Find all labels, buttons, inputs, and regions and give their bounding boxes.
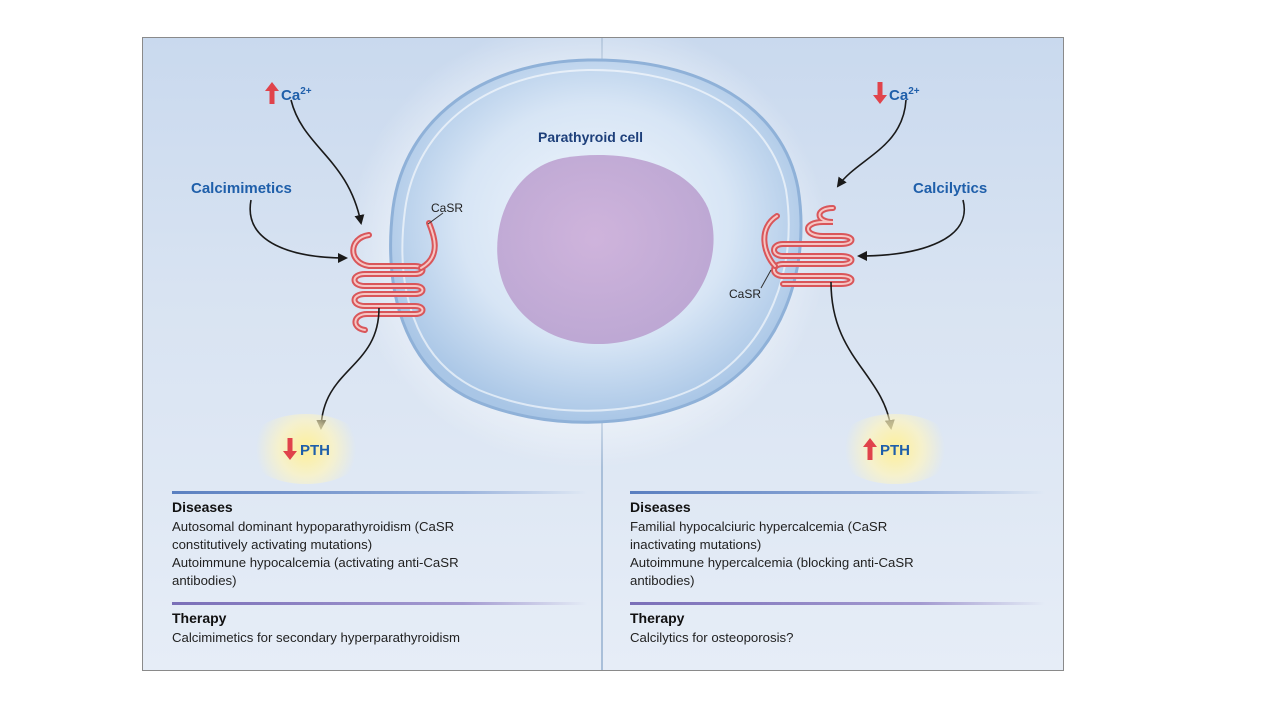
casr-label-left: CaSR (431, 201, 464, 215)
casr-label-right: CaSR (729, 287, 762, 301)
therapy-text-left: Calcimimetics for secondary hyperparathy… (172, 630, 461, 645)
therapy-heading-left: Therapy (172, 610, 227, 626)
arrow-to-pth-left (316, 307, 380, 430)
diseases-heading-left: Diseases (172, 499, 233, 515)
diagram-graphic (249, 38, 966, 468)
figure-panel: Parathyroid cell Ca2+ Calcimimetics CaSR… (142, 37, 1064, 671)
diseases-text-right: Familial hypocalciuric hypercalcemia (Ca… (630, 518, 1045, 590)
nucleus (497, 155, 714, 345)
diseases-text-left: Autosomal dominant hypoparathyroidism (C… (172, 518, 587, 590)
disease-line: Autoimmune hypocalcemia (activating anti… (172, 555, 459, 570)
disease-line: antibodies) (630, 573, 695, 588)
cell-title: Parathyroid cell (538, 129, 644, 145)
down-arrow-icon (873, 82, 887, 104)
therapy-text-right: Calcilytics for osteoporosis? (630, 630, 794, 645)
pth-label-left: PTH (283, 438, 330, 460)
disease-line: Autoimmune hypercalcemia (blocking anti-… (630, 555, 914, 570)
pth-glow-left (246, 414, 366, 484)
right-text-panel: Diseases Familial hypocalciuric hypercal… (630, 491, 1045, 647)
down-arrow-icon (283, 438, 297, 460)
arrow-ca-right (836, 99, 907, 188)
ca-label-right: Ca2+ (873, 82, 920, 104)
disease-line: inactivating mutations) (630, 537, 762, 552)
disease-line: Familial hypocalciuric hypercalcemia (Ca… (630, 519, 888, 534)
up-arrow-icon (863, 438, 877, 460)
up-arrow-icon (265, 82, 279, 104)
ca-label-left: Ca2+ (265, 82, 312, 104)
disease-line: constitutively activating mutations) (172, 537, 373, 552)
diseases-rule-left (172, 491, 587, 494)
calcilytics-label: Calcilytics (913, 180, 988, 197)
arrow-to-pth-right (830, 281, 895, 430)
therapy-heading-right: Therapy (630, 610, 685, 626)
arrow-ca-left (290, 99, 365, 225)
pth-label-right: PTH (863, 438, 910, 460)
disease-line: antibodies) (172, 573, 237, 588)
disease-line: Autosomal dominant hypoparathyroidism (C… (172, 519, 455, 534)
diseases-rule-right (630, 491, 1045, 494)
calcimimetics-label: Calcimimetics (191, 180, 292, 197)
diseases-heading-right: Diseases (630, 499, 691, 515)
therapy-rule-left (172, 602, 587, 605)
casr-leader-right (760, 269, 772, 289)
left-text-panel: Diseases Autosomal dominant hypoparathyr… (172, 491, 587, 647)
arrow-calcimimetics (249, 199, 348, 263)
arrow-calcilytics (857, 199, 966, 261)
therapy-rule-right (630, 602, 1045, 605)
pth-glow-right (835, 414, 955, 484)
casr-leader-left (427, 212, 444, 225)
